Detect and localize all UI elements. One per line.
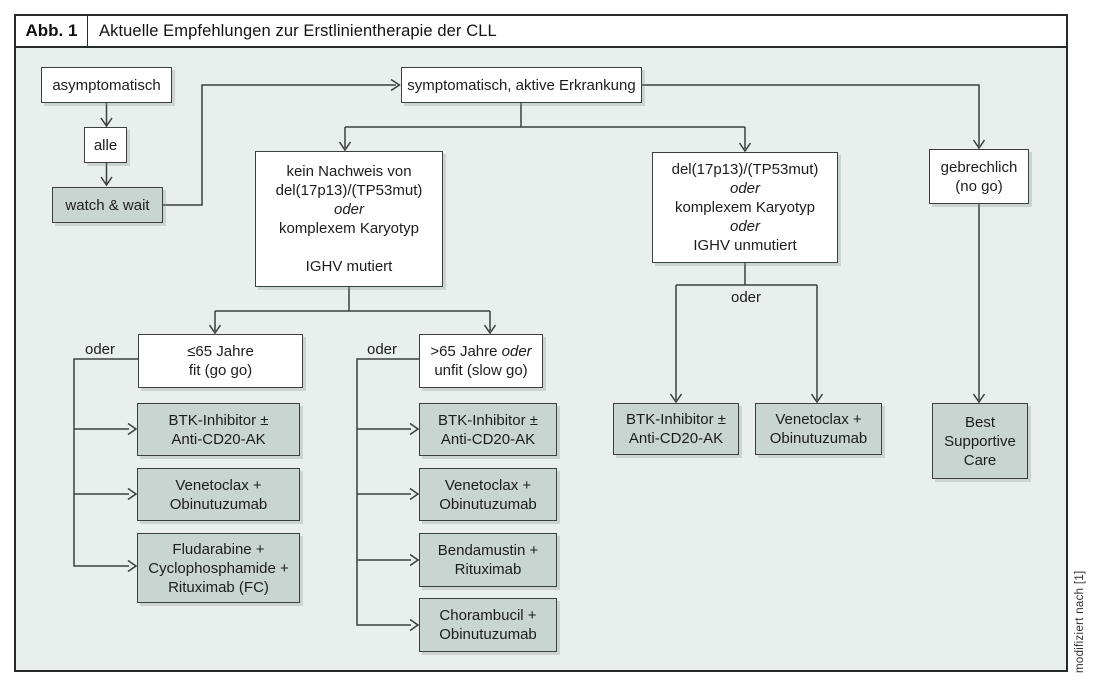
box-line: Anti-CD20-AK (628, 430, 724, 447)
node-left-venetoclax: Venetoclax + Obinutuzumab (137, 468, 300, 521)
box-line: watch & wait (65, 196, 150, 214)
box-line: oder (333, 201, 365, 218)
node-kein-nachweis: kein Nachweis von del(17p13)/(TP53mut) o… (255, 151, 443, 287)
node-del17p13-tp53mut: del(17p13)/(TP53mut) oder komplexem Kary… (652, 152, 838, 263)
node-right-btk-inhibitor: BTK-Inhibitor ± Anti-CD20-AK (613, 403, 739, 455)
node-mid-bendamustin: Bendamustin + Rituximab (419, 533, 557, 587)
node-mid-chlorambucil: Chorambucil + Obinutuzumab (419, 598, 557, 652)
box-line: komplexem Karyotyp (278, 220, 420, 237)
box-line: >65 Jahre oder (430, 343, 532, 360)
node-asymptomatisch: asymptomatisch (41, 67, 172, 103)
box-line: Best (964, 413, 995, 431)
box-line: Supportive (944, 432, 1016, 450)
node-gebrechlich: gebrechlich (no go) (929, 149, 1029, 204)
box-line: Bendamustin + (437, 542, 539, 559)
box-line: oder (729, 180, 761, 197)
oder-label-left: oder (85, 341, 116, 358)
box-line: BTK-Inhibitor ± (438, 411, 538, 429)
box-line: fit (go go) (188, 362, 253, 379)
box-line: Chorambucil + (439, 607, 537, 624)
box-line: unfit (slow go) (434, 362, 528, 379)
node-best-supportive-care: Best Supportive Care (932, 403, 1028, 479)
box-line: Rituximab (FC) (168, 578, 269, 596)
box-line: BTK-Inhibitor ± (168, 411, 269, 429)
box-line: IGHV mutiert (305, 258, 393, 275)
box-line: IGHV unmutiert (693, 237, 797, 254)
box-line: alle (93, 136, 118, 154)
box-line: Venetoclax + (175, 476, 262, 494)
box-line: Obinutuzumab (439, 626, 537, 643)
box-line: Fludarabine + (172, 540, 265, 558)
node-left-btk-inhibitor: BTK-Inhibitor ± Anti-CD20-AK (137, 403, 300, 456)
figure-number: Abb. 1 (16, 16, 88, 46)
box-line: symptomatisch, aktive Erkrankung (407, 76, 636, 94)
box-line: Obinutuzumab (439, 495, 537, 513)
box-line: del(17p13)/(TP53mut) (275, 182, 423, 199)
box-line: asymptomatisch (52, 76, 161, 94)
node-watch-and-wait: watch & wait (52, 187, 163, 223)
box-line: Cyclophosphamide + (148, 559, 289, 577)
box-line: kein Nachweis von (286, 163, 412, 180)
box-line: oder (729, 218, 761, 235)
node-mid-btk-inhibitor: BTK-Inhibitor ± Anti-CD20-AK (419, 403, 557, 456)
box-line: ≤65 Jahre (187, 343, 254, 360)
box-line: Anti-CD20-AK (171, 430, 266, 448)
node-alle: alle (84, 127, 127, 163)
node-unfit-slow-go: >65 Jahre oder unfit (slow go) (419, 334, 543, 388)
box-line: komplexem Karyotyp (674, 199, 816, 216)
node-left-fcr: Fludarabine + Cyclophosphamide + Rituxim… (137, 533, 300, 603)
box-line: Obinutuzumab (769, 430, 868, 447)
source-credit: modifiziert nach [1] (1074, 570, 1086, 673)
node-fit-go-go: ≤65 Jahre fit (go go) (138, 334, 303, 388)
box-line: Rituximab (454, 561, 522, 578)
figure-title: Aktuelle Empfehlungen zur Erstlinienther… (99, 21, 497, 40)
box-line: Obinutuzumab (169, 495, 268, 513)
box-line: BTK-Inhibitor ± (626, 411, 726, 428)
box-line: gebrechlich (940, 158, 1018, 176)
oder-label-right: oder (731, 289, 762, 306)
box-line: Venetoclax + (444, 476, 532, 494)
figure-title-bar: Abb. 1 Aktuelle Empfehlungen zur Erstlin… (14, 14, 1068, 48)
box-line: del(17p13)/(TP53mut) (671, 161, 819, 178)
box-line: (no go) (955, 177, 1003, 195)
box-line: Anti-CD20-AK (440, 430, 536, 448)
box-line: Venetoclax + (775, 411, 862, 428)
box-line: Care (963, 451, 997, 469)
node-right-venetoclax: Venetoclax + Obinutuzumab (755, 403, 882, 455)
node-mid-venetoclax: Venetoclax + Obinutuzumab (419, 468, 557, 521)
node-symptomatisch: symptomatisch, aktive Erkrankung (401, 67, 642, 103)
oder-label-middle: oder (367, 341, 398, 358)
